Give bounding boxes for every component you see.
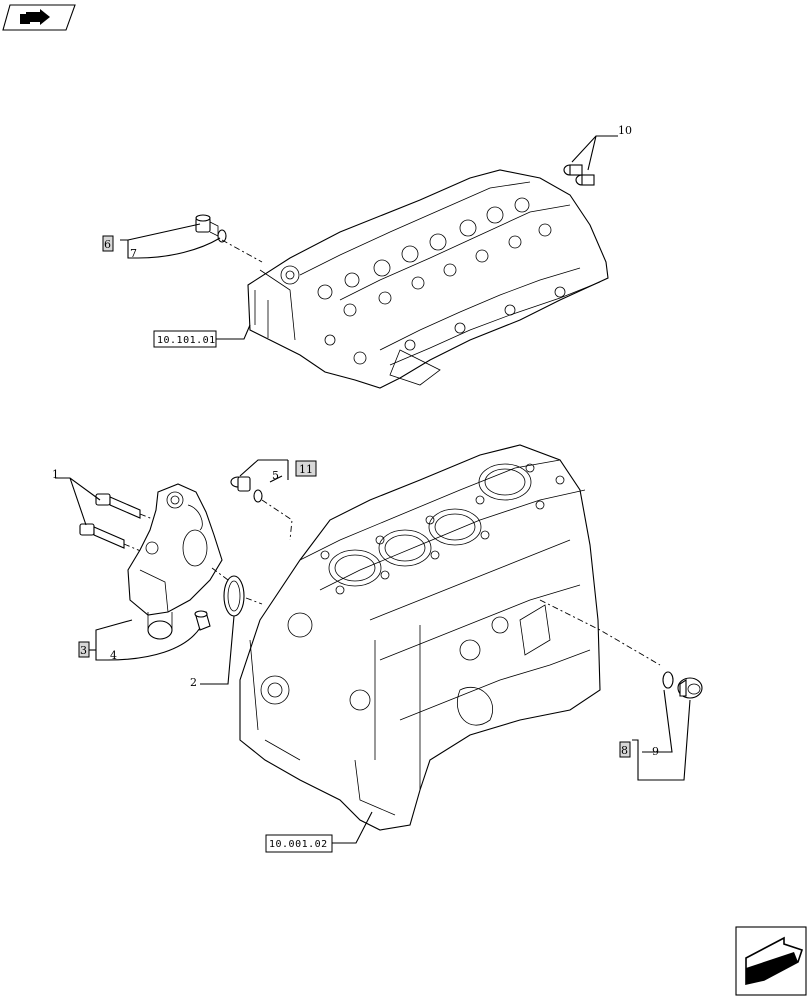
callout-8: 8	[621, 744, 628, 757]
o-ring	[223, 575, 245, 617]
callout-8-box	[619, 741, 631, 758]
callout-3: 3	[80, 644, 87, 657]
callout-5: 5	[272, 469, 279, 482]
callout-10: 10	[618, 124, 632, 137]
thermostat-housing	[127, 483, 223, 640]
callout-6-box	[102, 235, 114, 252]
reference-head: 10.101.01	[157, 335, 216, 346]
callout-2: 2	[190, 676, 197, 689]
callout-4: 4	[110, 649, 117, 662]
plug-with-seal	[195, 214, 227, 243]
callout-7: 7	[130, 247, 137, 260]
callout-9: 9	[652, 745, 659, 758]
callout-6: 6	[104, 238, 111, 251]
callout-1: 1	[52, 468, 59, 481]
callout-11: 11	[299, 463, 313, 476]
previous-page-icon[interactable]	[2, 4, 76, 31]
bolt-pair	[79, 493, 141, 549]
engine-block-illustration	[239, 444, 601, 831]
callout-11-box	[295, 460, 317, 477]
reference-block: 10.001.02	[269, 839, 328, 850]
next-page-icon[interactable]	[735, 926, 807, 996]
block-plug-with-seal	[230, 476, 263, 503]
plug-pair	[563, 164, 595, 186]
dowel-pin	[194, 610, 211, 631]
right-seal-and-plug	[662, 671, 703, 699]
cylinder-head-illustration	[247, 169, 609, 389]
